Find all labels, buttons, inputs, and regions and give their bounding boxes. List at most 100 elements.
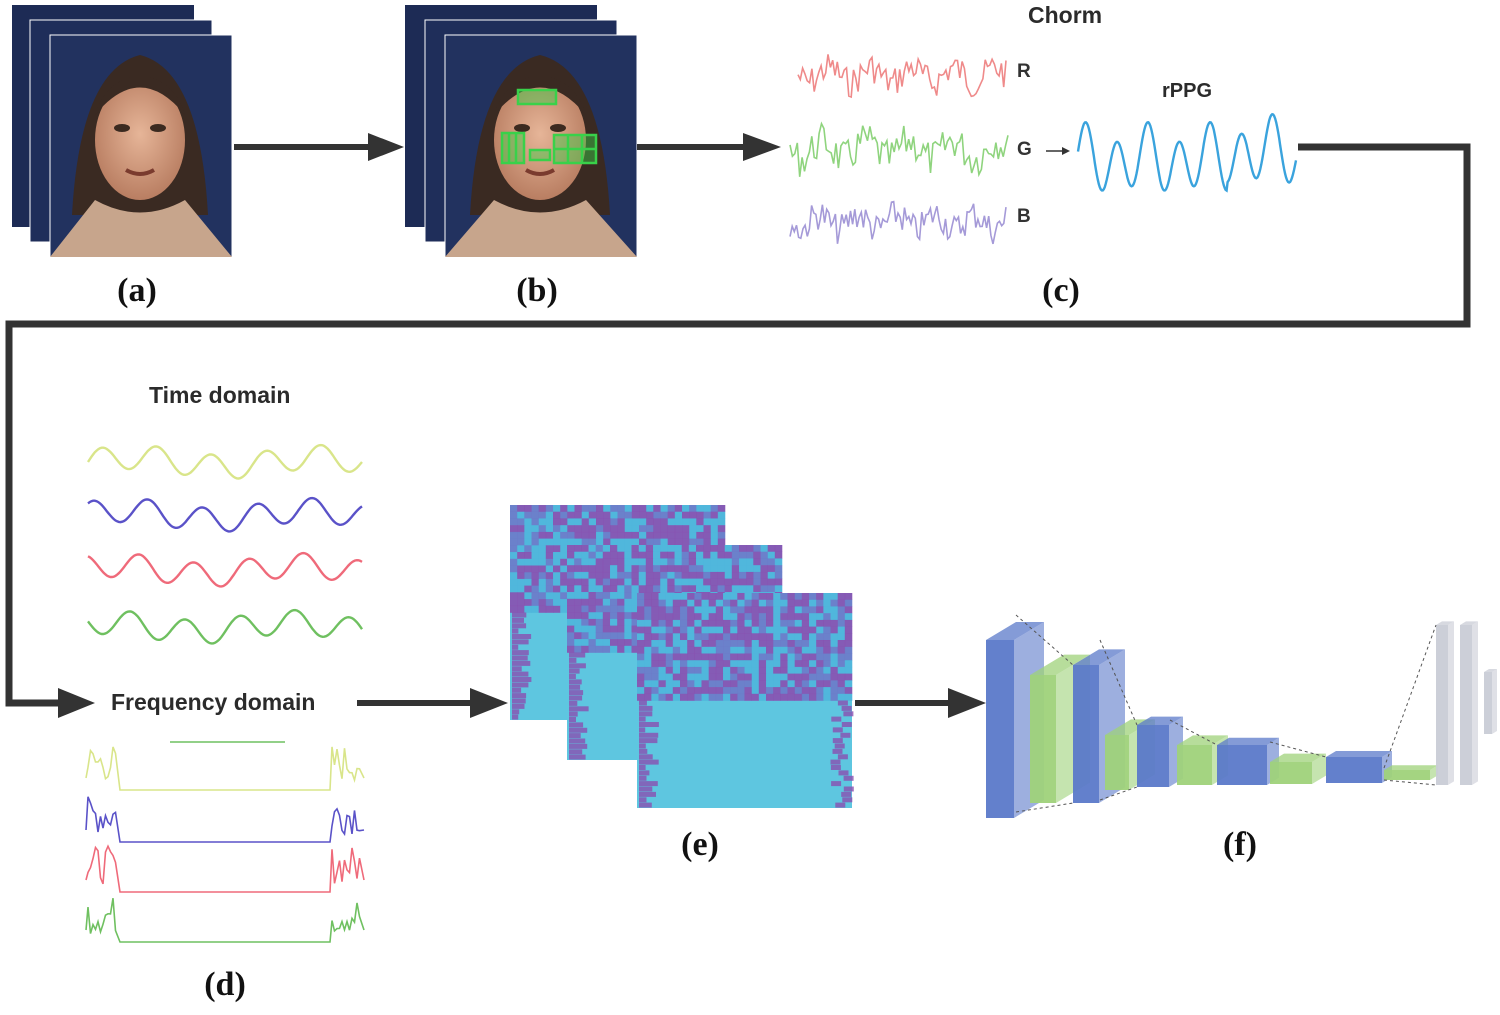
map-cell: [723, 660, 731, 668]
map-cell: [730, 660, 738, 668]
map-cell: [588, 511, 597, 519]
map-cell: [531, 565, 539, 573]
map-cell: [567, 505, 575, 512]
map-cell: [844, 640, 853, 647]
map-cell: [717, 545, 725, 552]
map-cell: [639, 511, 647, 519]
map-cell: [617, 531, 625, 539]
map-cell: [773, 599, 781, 607]
cnn-architecture: [986, 614, 1497, 818]
map-cell: [595, 598, 604, 606]
map-cell: [538, 558, 547, 566]
map-cell: [637, 619, 645, 627]
map-cell: [672, 680, 681, 688]
map-cell: [610, 645, 618, 653]
map-cell: [624, 545, 632, 552]
map-cell: [746, 565, 754, 573]
map-cell: [588, 531, 597, 539]
map-cell: [653, 551, 661, 559]
map-cell: [637, 626, 645, 634]
map-cell: [688, 585, 697, 593]
map-cell: [653, 571, 661, 579]
map-cell: [560, 525, 568, 533]
map-cell: [701, 660, 709, 668]
map-cell: [581, 578, 589, 586]
map-edge: [843, 775, 854, 781]
map-cell: [545, 545, 554, 553]
map-cell: [637, 660, 645, 668]
map-cell: [687, 599, 695, 607]
map-cell: [723, 640, 731, 647]
map-cell: [758, 633, 767, 641]
map-cell: [758, 640, 767, 647]
map-cell: [524, 545, 532, 553]
map-cell: [723, 633, 731, 641]
map-cell: [680, 687, 688, 695]
map-edge: [512, 634, 532, 639]
map-cell: [531, 605, 539, 613]
map-cell: [531, 505, 539, 512]
map-cell: [567, 558, 575, 566]
map-cell: [574, 632, 582, 640]
map-cell: [737, 593, 745, 600]
map-cell: [823, 646, 831, 654]
map-cell: [531, 525, 539, 533]
map-cell: [574, 558, 582, 566]
map-cell: [588, 565, 596, 573]
map-edge: [843, 786, 854, 792]
map-cell: [624, 618, 632, 626]
map-cell: [830, 687, 838, 695]
map-edge: [843, 711, 854, 717]
map-cell: [531, 599, 539, 607]
map-cell: [665, 633, 674, 641]
map-cell: [637, 593, 645, 600]
map-cell: [744, 619, 752, 627]
map-cell: [758, 646, 767, 654]
map-cell: [746, 578, 754, 586]
map-cell: [701, 673, 709, 681]
map-cell: [844, 633, 853, 641]
map-cell: [767, 578, 776, 586]
map-cell: [538, 605, 547, 613]
map-cell: [560, 572, 568, 580]
arrow-right-icon: [855, 688, 986, 718]
map-cell: [730, 619, 738, 627]
map-cell: [658, 673, 666, 681]
map-cell: [701, 593, 709, 600]
map-cell: [674, 505, 683, 512]
map-edge: [841, 722, 852, 727]
map-cell: [715, 640, 724, 647]
time-domain-signals: [86, 443, 363, 645]
map-cell: [667, 525, 676, 533]
map-cell: [545, 565, 554, 573]
map-edge: [512, 693, 527, 699]
map-cell: [744, 693, 752, 701]
map-cell: [567, 518, 575, 526]
map-cell: [639, 531, 647, 539]
map-cell: [744, 593, 752, 600]
map-cell: [758, 593, 767, 600]
map-cell: [581, 525, 590, 533]
dense-layer: [1436, 621, 1454, 785]
map-cell: [644, 653, 652, 661]
map-cell: [708, 593, 717, 600]
map-cell: [610, 585, 618, 593]
map-cell: [637, 640, 645, 647]
map-cell: [723, 606, 731, 614]
map-cell: [689, 531, 697, 539]
map-cell: [603, 538, 611, 546]
map-cell: [682, 511, 690, 519]
map-cell: [574, 518, 582, 526]
map-cell: [731, 571, 740, 579]
layer-top: [986, 622, 1044, 640]
map-cell: [801, 646, 810, 654]
map-cell: [787, 653, 795, 661]
map-cell: [674, 578, 682, 586]
map-cell: [639, 518, 647, 526]
layer-connector: [1015, 802, 1074, 813]
map-cell: [746, 571, 754, 579]
map-cell: [631, 558, 639, 566]
map-cell: [760, 551, 768, 559]
map-cell: [687, 646, 695, 654]
map-cell: [780, 653, 788, 661]
